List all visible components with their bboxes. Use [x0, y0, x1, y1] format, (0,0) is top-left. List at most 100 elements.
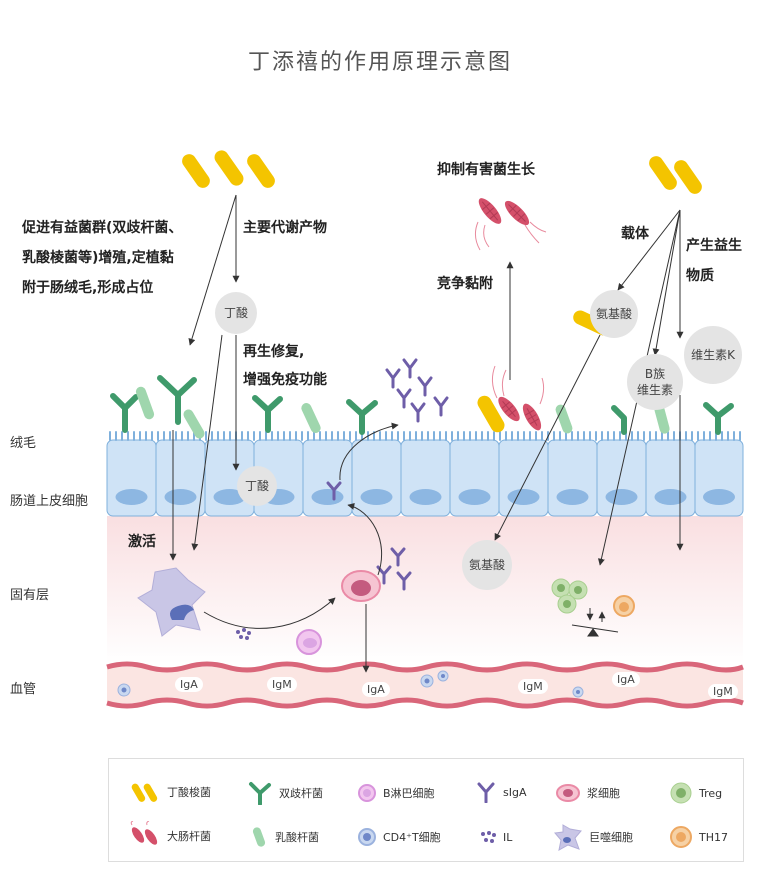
- legend-label: 双歧杆菌: [279, 787, 323, 800]
- siga-icon: [477, 782, 495, 803]
- butyrate-bacteria-cluster-right: [649, 156, 702, 194]
- epithelial-cell: [547, 439, 598, 517]
- macrophage-cell: [137, 567, 206, 637]
- label-beneficial-line2: 物质: [686, 268, 714, 284]
- legend-item-il: IL: [479, 829, 512, 845]
- legend-box: 丁酸梭菌 双歧杆菌 B淋巴细胞 sIgA 浆细胞 Treg 大肠杆菌 乳酸杆: [108, 758, 744, 862]
- butyrate-bacteria-cluster-left: [182, 150, 275, 188]
- legend-label: Treg: [699, 786, 723, 800]
- epithelial-cell: [302, 439, 353, 517]
- epithelial-cell: [694, 439, 744, 517]
- legend-item-lacto: 乳酸杆菌: [249, 825, 319, 849]
- butyrate-bacteria-icon: [131, 783, 158, 802]
- legend-label: 浆细胞: [587, 787, 620, 800]
- blood-cell: [572, 686, 584, 698]
- bifidobacterium-icon: [249, 782, 271, 805]
- e-coli-icon: [130, 821, 158, 845]
- plasma-cell-icon: [556, 784, 580, 802]
- vessel-label: IgM: [708, 684, 738, 699]
- vessel-label: IgM: [518, 679, 548, 694]
- epithelial-cell: [106, 439, 157, 517]
- vessel-label: IgA: [612, 672, 640, 687]
- label-carrier: 载体: [621, 226, 649, 242]
- legend-item-macrophage: 巨噬细胞: [553, 823, 633, 851]
- legend-label: sIgA: [503, 785, 527, 799]
- blood-cell: [437, 670, 449, 682]
- label-inhibit: 抑制有害菌生长: [437, 162, 535, 178]
- layer-label-lamina: 固有层: [10, 588, 50, 603]
- interleukin-icon: [481, 831, 496, 843]
- bubble-butyrate-top: 丁酸: [215, 292, 257, 334]
- legend-item-th17: TH17: [669, 825, 728, 849]
- siga-cluster-plasma: [376, 547, 412, 591]
- cd4-t-cell-icon: [358, 828, 376, 846]
- legend-item-treg: Treg: [669, 781, 722, 805]
- th17-icon: [670, 826, 692, 848]
- label-repair-line1: 再生修复,: [243, 344, 305, 360]
- vessel-label: IgM: [267, 677, 297, 692]
- label-promote-line1: 促进有益菌群(双歧杆菌、: [22, 220, 183, 236]
- vitamin-b-line2: 维生素: [636, 383, 673, 397]
- microvilli-border: [109, 431, 741, 441]
- legend-label: 乳酸杆菌: [275, 831, 319, 844]
- legend-item-plasma: 浆细胞: [555, 783, 620, 803]
- label-repair-line2: 增强免疫功能: [243, 372, 327, 388]
- legend-item-butyrate: 丁酸梭菌: [131, 781, 211, 803]
- layer-label-epithelium: 肠道上皮细胞: [10, 494, 89, 509]
- b-lymphocyte-icon: [358, 784, 376, 802]
- legend-label: B淋巴细胞: [383, 787, 435, 800]
- legend-item-siga: sIgA: [475, 781, 526, 803]
- b-lymphocyte-cell: [296, 629, 322, 655]
- label-beneficial-line1: 产生益生: [686, 238, 742, 254]
- bubble-butyrate-cell: 丁酸: [237, 466, 277, 506]
- treg-icon: [670, 782, 692, 804]
- vessel-label: IgA: [362, 682, 390, 697]
- treg-cluster: [551, 578, 588, 614]
- label-metabolite: 主要代谢产物: [243, 220, 327, 236]
- layer-label-vessel: 血管: [10, 682, 37, 697]
- legend-item-bifido: 双歧杆菌: [247, 781, 323, 805]
- lamina-propria-band: [107, 516, 743, 664]
- vessel-label: IgA: [175, 677, 203, 692]
- butyrate-bacterium: [477, 395, 505, 433]
- blood-cell: [420, 674, 434, 688]
- e-coli-villi: [491, 365, 545, 431]
- interleukin-dots: [236, 628, 251, 640]
- page-title: 丁添禧的作用原理示意图: [247, 50, 512, 75]
- epithelium-row: [106, 439, 744, 517]
- balance-scale: [571, 608, 619, 637]
- legend-label: CD4⁺T细胞: [383, 831, 441, 844]
- epithelial-cell: [155, 439, 206, 517]
- epithelial-cell: [449, 439, 500, 517]
- lactobacillus-icon: [252, 827, 266, 847]
- e-coli-top: [474, 198, 547, 251]
- epithelial-cell: [596, 439, 647, 517]
- bubble-vitamin-k: 维生素K: [684, 326, 742, 384]
- epithelial-cell: [351, 439, 402, 517]
- legend-item-ecoli: 大肠杆菌: [127, 821, 211, 851]
- legend-label: IL: [503, 830, 513, 844]
- legend-label: 巨噬细胞: [589, 831, 633, 844]
- th17-cell: [613, 595, 635, 617]
- bubble-amino-bottom: 氨基酸: [462, 540, 512, 590]
- plasma-cell: [341, 570, 381, 602]
- lactobacillus-group: [135, 386, 670, 439]
- vitamin-b-line1: B族: [644, 367, 666, 381]
- epithelial-cell: [400, 439, 451, 517]
- legend-label: 丁酸梭菌: [167, 786, 211, 799]
- legend-item-cd4: CD4⁺T细胞: [357, 827, 441, 847]
- layer-label-villi: 绒毛: [10, 436, 37, 451]
- bifidobacterium-group: [110, 375, 734, 435]
- legend-item-bcell: B淋巴细胞: [357, 783, 435, 803]
- label-promote-line3: 附于肠绒毛,形成占位: [22, 280, 154, 296]
- bubble-vitamin-b: B族 维生素: [627, 354, 683, 410]
- label-compete: 竞争黏附: [437, 276, 493, 292]
- label-promote-line2: 乳酸棱菌等)增殖,定植黏: [22, 250, 174, 266]
- siga-in-epithelium: [326, 481, 342, 501]
- epithelial-cell: [645, 439, 696, 517]
- legend-label: TH17: [699, 830, 728, 844]
- legend-label: 大肠杆菌: [167, 830, 211, 843]
- bubble-amino-top: 氨基酸: [590, 290, 638, 338]
- blood-cell: [117, 683, 131, 697]
